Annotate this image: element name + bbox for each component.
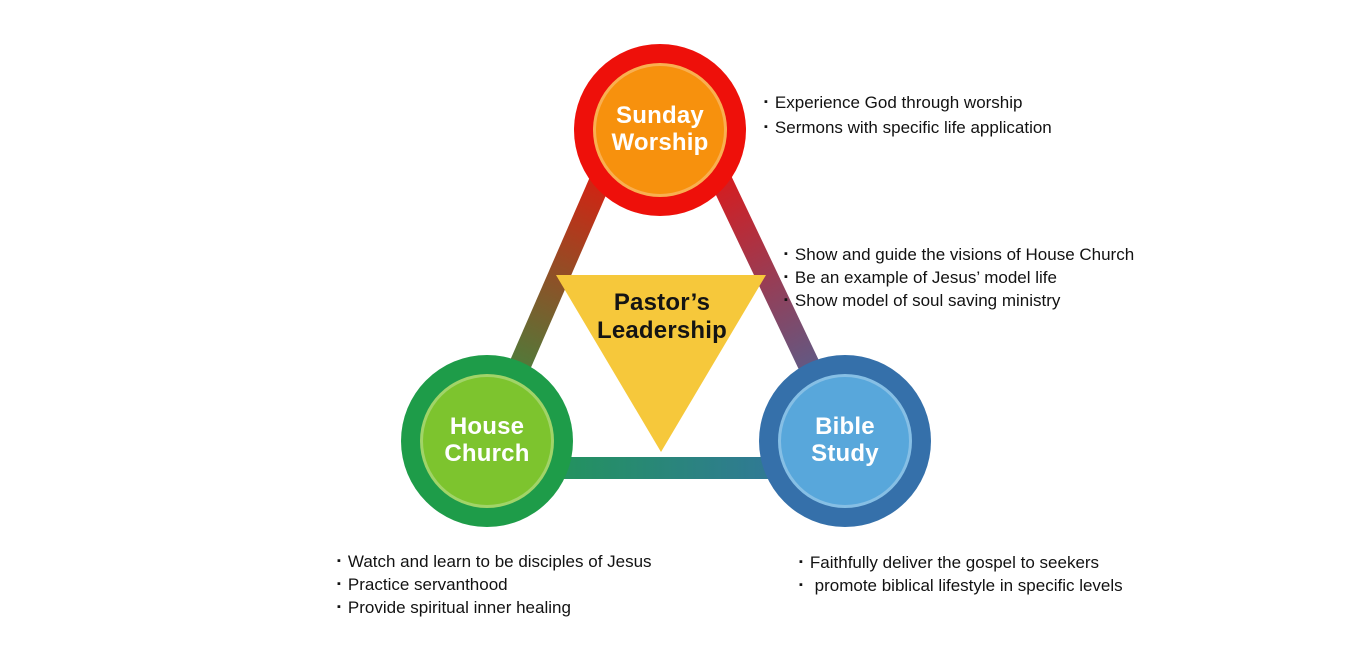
node-bible-study-fill: Bible Study	[778, 374, 912, 508]
pastors-leadership-triangle	[556, 275, 766, 452]
bullet-icon: ▪	[784, 248, 788, 260]
bullet-icon: ▪	[337, 578, 341, 590]
bullet-icon: ▪	[337, 601, 341, 613]
bullet-icon: ▪	[784, 294, 788, 306]
list-item: ▪ Show and guide the visions of House Ch…	[784, 243, 1134, 266]
bullet-icon: ▪	[799, 556, 803, 568]
list-item-text: Practice servanthood	[347, 575, 508, 594]
node-house-church-fill: House Church	[420, 374, 554, 508]
list-item-text: Show and guide the visions of House Chur…	[794, 245, 1135, 264]
sunday-worship-bullet-list: ▪ Experience God through worship ▪ Sermo…	[764, 90, 1052, 140]
node-bible-study: Bible Study	[759, 355, 931, 527]
list-item: ▪ Provide spiritual inner healing	[337, 596, 652, 619]
bible-study-bullet-list: ▪ Faithfully deliver the gospel to seeke…	[799, 551, 1123, 597]
list-item: ▪ Experience God through worship	[764, 90, 1052, 115]
pastors-leadership-bullet-list: ▪ Show and guide the visions of House Ch…	[784, 243, 1134, 312]
list-item-text: Faithfully deliver the gospel to seekers	[809, 553, 1100, 572]
node-sunday-worship-label: Sunday Worship	[611, 102, 709, 156]
list-item-text: Be an example of Jesus’ model life	[794, 268, 1057, 287]
node-sunday-worship: Sunday Worship	[574, 44, 746, 216]
bullet-icon: ▪	[784, 271, 788, 283]
bullet-icon: ▪	[764, 96, 768, 108]
list-item: ▪ Sermons with specific life application	[764, 115, 1052, 140]
node-house-church: House Church	[401, 355, 573, 527]
list-item: ▪ promote biblical lifestyle in specific…	[799, 574, 1123, 597]
list-item-text: Sermons with specific life application	[774, 118, 1052, 137]
house-church-bullet-list: ▪ Watch and learn to be disciples of Jes…	[337, 550, 652, 619]
list-item: ▪ Practice servanthood	[337, 573, 652, 596]
node-sunday-worship-fill: Sunday Worship	[593, 63, 727, 197]
bullet-icon: ▪	[337, 555, 341, 567]
list-item-text: Watch and learn to be disciples of Jesus	[347, 552, 652, 571]
list-item: ▪ Watch and learn to be disciples of Jes…	[337, 550, 652, 573]
bullet-icon: ▪	[799, 579, 803, 591]
list-item-text: Experience God through worship	[774, 93, 1023, 112]
list-item-text: Show model of soul saving ministry	[794, 291, 1061, 310]
bullet-icon: ▪	[764, 121, 768, 133]
node-bible-study-label: Bible Study	[811, 413, 879, 467]
list-item-text: Provide spiritual inner healing	[347, 598, 571, 617]
list-item: ▪ Be an example of Jesus’ model life	[784, 266, 1134, 289]
pastors-leadership-label: Pastor’s Leadership	[596, 289, 728, 345]
node-house-church-label: House Church	[444, 413, 530, 467]
list-item: ▪ Show model of soul saving ministry	[784, 289, 1134, 312]
list-item-text: promote biblical lifestyle in specific l…	[809, 576, 1123, 595]
list-item: ▪ Faithfully deliver the gospel to seeke…	[799, 551, 1123, 574]
